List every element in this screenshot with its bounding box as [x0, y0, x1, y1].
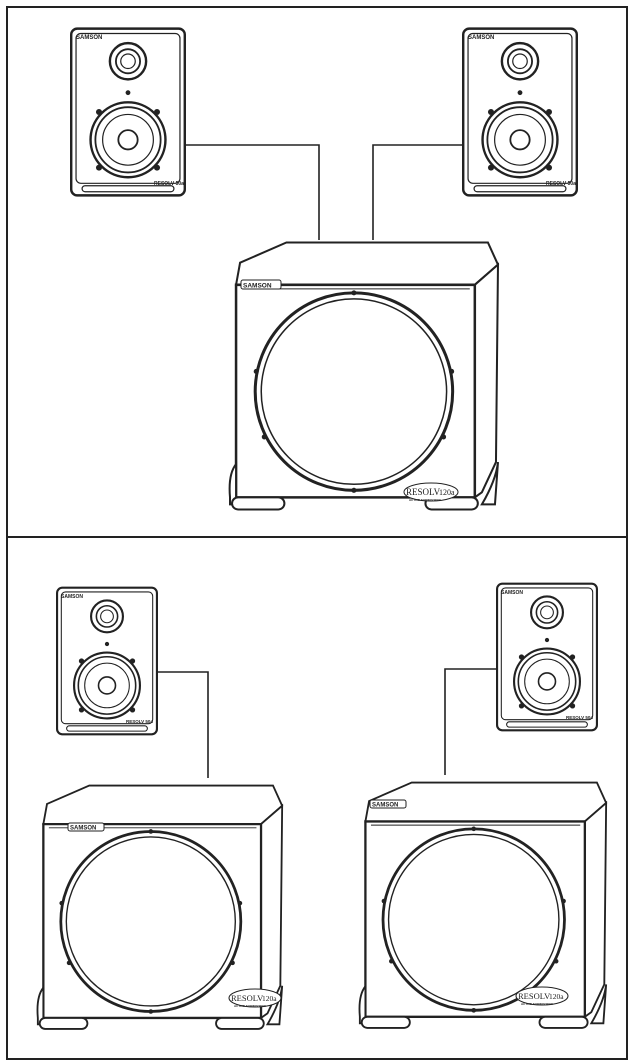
subwoofer-icon: SAMSON RESOLV 120a ACTIVE SUBWOOFER: [359, 783, 606, 1028]
svg-text:SAMSON: SAMSON: [70, 826, 96, 832]
monitor-speaker-icon: SAMSON RESOLV 50a: [463, 29, 577, 196]
svg-text:120a: 120a: [549, 992, 564, 1001]
svg-text:SAMSON: SAMSON: [468, 35, 494, 41]
svg-text:120a: 120a: [439, 488, 455, 497]
subwoofer-icon: SAMSON RESOLV 120a ACTIVE SUBWOOFER: [230, 242, 498, 509]
svg-text:RESOLV: RESOLV: [518, 991, 551, 1001]
bottom-configuration-diagram: SAMSON RESOLV 50a SAMSON RESOLV 50a SAMS…: [8, 538, 630, 1062]
svg-text:RESOLV 50a: RESOLV 50a: [566, 715, 593, 720]
cable-right-monitor-to-sub: [373, 145, 462, 240]
svg-text:RESOLV: RESOLV: [406, 487, 441, 497]
svg-text:SAMSON: SAMSON: [61, 594, 83, 600]
monitor-speaker-icon: SAMSON RESOLV 50a: [71, 29, 185, 196]
monitor-speaker-icon: SAMSON RESOLV 50a: [57, 588, 157, 735]
bottom-configuration-panel: SAMSON RESOLV 50a SAMSON RESOLV 50a SAMS…: [6, 536, 628, 1060]
svg-text:SAMSON: SAMSON: [501, 590, 523, 596]
top-configuration-panel: SAMSON RESOLV 50a SAMSON RESOLV 50a SAMS…: [6, 6, 628, 538]
svg-text:SAMSON: SAMSON: [372, 803, 398, 809]
svg-text:RESOLV: RESOLV: [231, 993, 264, 1003]
top-configuration-diagram: SAMSON RESOLV 50a SAMSON RESOLV 50a SAMS…: [8, 8, 630, 540]
svg-text:ACTIVE SUBWOOFER: ACTIVE SUBWOOFER: [409, 498, 442, 502]
svg-text:ACTIVE SUBWOOFER: ACTIVE SUBWOOFER: [521, 1002, 554, 1006]
svg-text:RESOLV 50a: RESOLV 50a: [126, 719, 153, 724]
svg-text:ACTIVE SUBWOOFER: ACTIVE SUBWOOFER: [234, 1004, 267, 1008]
monitor-speaker-icon: SAMSON RESOLV 50a: [497, 584, 597, 731]
svg-text:SAMSON: SAMSON: [76, 35, 102, 41]
cable-right-monitor-to-sub: [445, 669, 498, 775]
cable-left-monitor-to-sub: [156, 672, 208, 778]
svg-text:SAMSON: SAMSON: [243, 283, 272, 290]
svg-text:RESOLV 50a: RESOLV 50a: [546, 181, 576, 187]
subwoofer-icon: SAMSON RESOLV 120a ACTIVE SUBWOOFER: [37, 786, 282, 1029]
cable-left-monitor-to-sub: [186, 145, 319, 240]
svg-text:120a: 120a: [262, 994, 277, 1003]
svg-text:RESOLV 50a: RESOLV 50a: [154, 181, 184, 187]
